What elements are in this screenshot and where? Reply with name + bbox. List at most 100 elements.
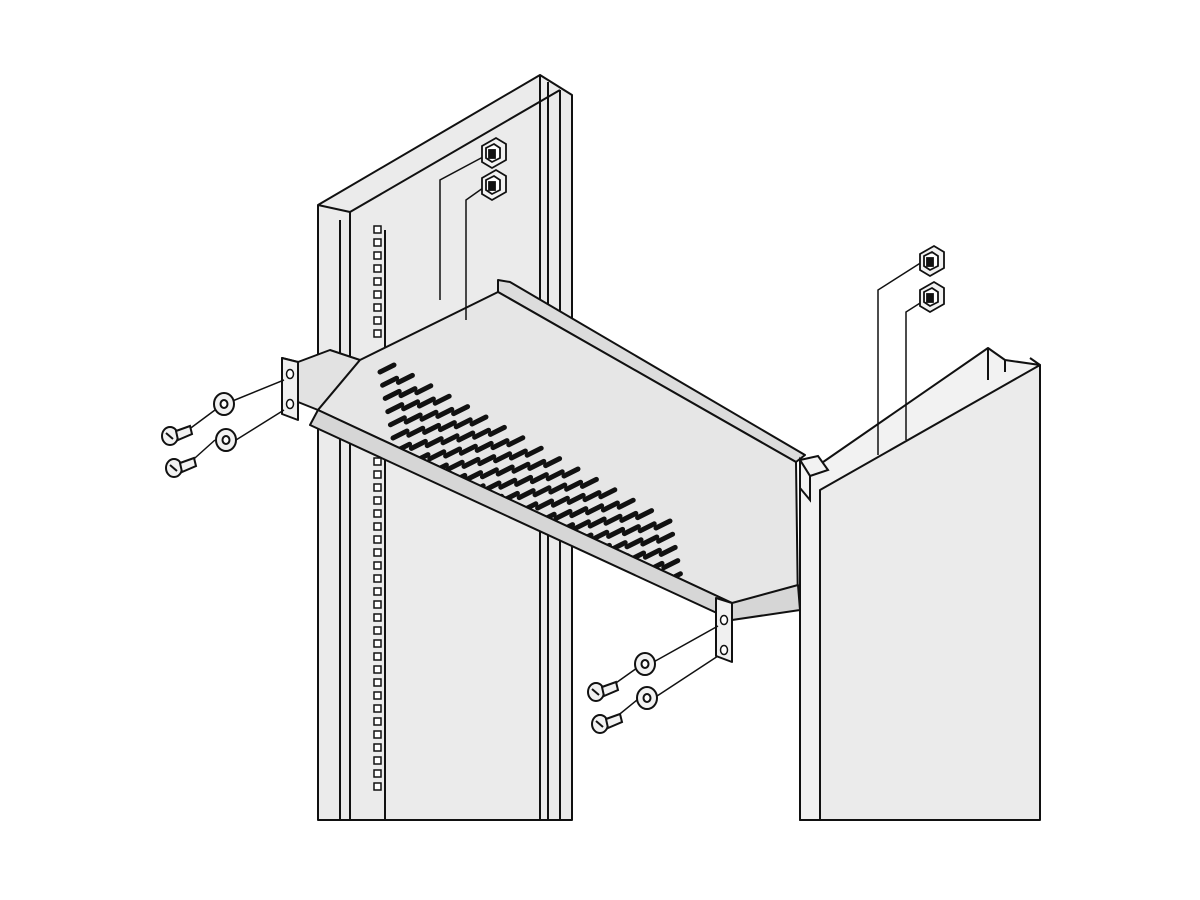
ventilation-slot (424, 436, 444, 449)
ventilation-slot (543, 456, 563, 469)
ventilation-slot (474, 440, 494, 453)
ventilation-slot (419, 409, 439, 422)
washer (213, 392, 235, 416)
square-hole (373, 264, 382, 273)
ventilation-slot (616, 497, 636, 510)
ventilation-slot (445, 459, 465, 472)
ventilation-slot (440, 433, 460, 446)
ventilation-slot (553, 508, 573, 521)
ventilation-slot (477, 454, 497, 467)
ventilation-slot (624, 537, 644, 550)
ventilation-slot (600, 500, 620, 513)
cantilever-shelf (281, 279, 806, 663)
ventilation-slot (437, 420, 457, 433)
ventilation-slot (600, 582, 620, 595)
square-hole (373, 251, 382, 260)
square-hole (373, 225, 382, 234)
square-hole (373, 561, 382, 570)
square-hole (373, 587, 382, 596)
ventilation-slot (579, 476, 599, 489)
square-hole (373, 704, 382, 713)
ventilation-slot (590, 529, 610, 542)
ventilation-slot (532, 485, 552, 498)
ventilation-slot (382, 388, 402, 401)
ventilation-slot (584, 585, 604, 598)
ventilation-slot (569, 506, 589, 519)
ventilation-slot (495, 464, 515, 477)
ventilation-slot (587, 516, 607, 529)
screw (591, 712, 624, 734)
ventilation-slot (603, 595, 623, 608)
ventilation-slot (469, 414, 489, 427)
square-hole (373, 600, 382, 609)
ventilation-slot (656, 531, 676, 544)
ventilation-slot (579, 558, 599, 571)
ventilation-slot (621, 524, 641, 537)
ventilation-slot (564, 479, 584, 492)
ventilation-slot (561, 466, 581, 479)
ventilation-slot (658, 616, 672, 623)
profile-square-holes-upper (373, 225, 382, 338)
ventilation-slot (645, 632, 659, 639)
washer (215, 428, 237, 452)
ventilation-slot (422, 422, 442, 435)
ventilation-slot (506, 435, 526, 448)
shelf-front-bracket (798, 454, 830, 503)
ventilation-slot (682, 653, 696, 660)
ventilation-slot (571, 601, 591, 610)
square-hole (373, 730, 382, 739)
ventilation-slot (453, 417, 473, 430)
ventilation-slot (653, 600, 673, 610)
square-hole (373, 238, 382, 247)
ventilation-slot (606, 526, 626, 539)
ventilation-slot (634, 590, 654, 603)
cage-nut (481, 136, 507, 170)
ventilation-slot (435, 406, 455, 419)
ventilation-slot (661, 558, 681, 571)
ventilation-slot (582, 490, 602, 503)
ventilation-slot (616, 579, 636, 592)
ventilation-slot (653, 518, 673, 531)
square-hole (373, 277, 382, 286)
ventilation-slot (621, 606, 641, 610)
ventilation-slot (566, 492, 586, 505)
square-hole (373, 574, 382, 583)
ventilation-slot (677, 627, 691, 634)
ventilation-slot (548, 482, 568, 495)
ventilation-slot (472, 427, 492, 440)
ventilation-slot (377, 362, 397, 375)
ventilation-slot (479, 467, 499, 480)
right-rack-profile (799, 347, 1041, 821)
ventilation-slot (619, 510, 639, 523)
ventilation-slot (527, 458, 547, 471)
square-hole (373, 509, 382, 518)
ventilation-slot (650, 587, 670, 600)
ventilation-slot (637, 521, 657, 534)
ventilation-slot (414, 383, 434, 396)
square-hole (373, 290, 382, 299)
ventilation-slot (669, 597, 689, 610)
square-hole (373, 483, 382, 492)
square-hole (373, 717, 382, 726)
ventilation-slot (585, 503, 605, 516)
square-hole (373, 678, 382, 687)
ventilation-slot (661, 629, 675, 636)
ventilation-slot (482, 480, 502, 493)
square-hole (373, 522, 382, 531)
ventilation-slot (432, 393, 452, 406)
cage-nut (919, 280, 945, 314)
ventilation-slot (674, 613, 688, 620)
ventilation-slot (403, 412, 423, 425)
ventilation-slot (648, 645, 662, 652)
ventilation-slot (508, 448, 528, 461)
square-hole (373, 457, 382, 466)
square-hole (373, 470, 382, 479)
ventilation-slot (514, 474, 534, 487)
ventilation-slot (395, 372, 415, 385)
ventilation-slot (458, 443, 478, 456)
ventilation-slot (571, 519, 591, 532)
ventilation-slot (629, 635, 643, 642)
ventilation-slot (642, 547, 662, 560)
cage-nut (481, 168, 507, 202)
